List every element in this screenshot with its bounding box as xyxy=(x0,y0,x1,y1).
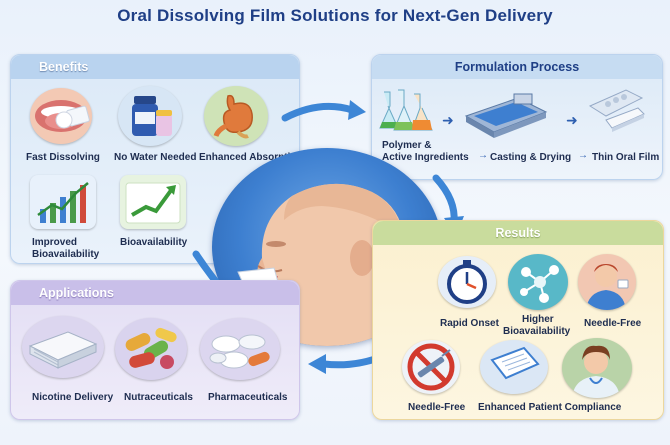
result-label-bioavailability: Bioavailability xyxy=(503,326,571,337)
flasks-icon xyxy=(376,82,436,136)
benefit-label-bioavailability: Bioavailability xyxy=(120,237,188,248)
arrow-icon: → xyxy=(578,150,588,161)
benefit-label-no-water: No Water Needed xyxy=(114,152,197,163)
page-title: Oral Dissolving Film Solutions for Next-… xyxy=(117,6,553,25)
pill-bottle-icon xyxy=(118,86,182,146)
capsules-icon xyxy=(115,318,187,380)
arrow-icon: ➜ xyxy=(442,112,454,128)
result-label-higher: Higher xyxy=(522,314,554,325)
growth-chart-icon xyxy=(120,175,186,229)
step-label-thin-film: Thin Oral Film xyxy=(592,152,660,163)
film-strip-icon xyxy=(586,84,646,136)
patient-icon xyxy=(578,254,636,310)
mouth-film-icon xyxy=(30,88,92,144)
bar-chart-icon xyxy=(30,175,96,229)
benefit-label-improved-line2: Bioavailability xyxy=(32,249,100,260)
arrow-icon: → xyxy=(478,150,488,161)
result-label-needle-free-top: Needle-Free xyxy=(584,318,642,329)
result-label-rapid-onset: Rapid Onset xyxy=(440,318,499,329)
benefit-label-improved: Improved xyxy=(32,237,78,248)
benefit-label-absorption: Enhanced Absorption xyxy=(199,152,303,163)
step-label-polymer: Polymer & xyxy=(382,140,432,151)
application-label-pharmaceuticals: Pharmaceuticals xyxy=(208,392,288,403)
arrow-icon: ➜ xyxy=(566,112,578,128)
results-heading: Results xyxy=(373,221,663,245)
film-stack-icon xyxy=(22,316,104,378)
molecule-icon xyxy=(508,254,568,310)
benefit-label-fast-dissolving: Fast Dissolving xyxy=(26,152,100,163)
stopwatch-icon xyxy=(438,256,496,308)
document-icon xyxy=(480,340,548,394)
result-label-compliance: Enhanced Patient Compliance xyxy=(478,402,622,413)
application-label-nutraceuticals: Nutraceuticals xyxy=(124,392,193,403)
benefits-heading: Benefits xyxy=(11,55,299,79)
casting-machine-icon xyxy=(460,92,550,142)
step-label-active: Active Ingredients xyxy=(382,152,469,163)
no-syringe-icon xyxy=(402,340,460,394)
formulation-heading: Formulation Process xyxy=(372,55,662,79)
application-label-nicotine: Nicotine Delivery xyxy=(32,392,114,403)
stomach-icon xyxy=(204,86,268,146)
doctor-icon xyxy=(562,338,632,398)
applications-heading: Applications xyxy=(11,281,299,305)
tablets-icon xyxy=(200,318,280,380)
result-label-needle-free-bottom: Needle-Free xyxy=(408,402,466,413)
step-label-casting: Casting & Drying xyxy=(490,152,572,163)
